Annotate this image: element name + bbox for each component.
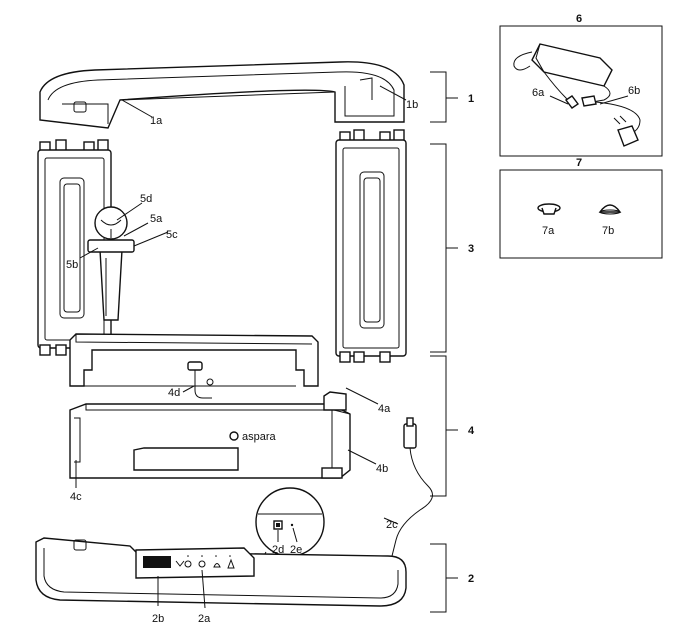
group-7-number: 7	[576, 157, 582, 169]
group-2-number: 2	[468, 573, 474, 585]
callout-4d: 4d	[168, 387, 180, 399]
leader-6b	[599, 95, 629, 105]
callout-4a: 4a	[378, 403, 391, 415]
pump-icon	[187, 361, 214, 399]
top-lamp-cover-icon	[39, 61, 405, 129]
callout-5c: 5c	[166, 229, 178, 241]
water-tank-icon	[69, 403, 351, 479]
leader-5d	[116, 202, 143, 221]
group-1-number: 1	[468, 93, 474, 105]
callout-1a: 1a	[150, 115, 163, 127]
callout-5a: 5a	[150, 213, 163, 225]
tank-frame-icon	[69, 333, 319, 387]
callout-2e: 2e	[290, 544, 302, 556]
leader-1a	[121, 99, 153, 118]
callout-2c: 2c	[386, 519, 398, 531]
leader-6a	[549, 95, 569, 105]
leader-2c	[383, 517, 399, 525]
callout-6a: 6a	[532, 87, 545, 99]
callout-7b: 7b	[602, 225, 614, 237]
group-6-number: 6	[576, 13, 582, 25]
power-adapter-icon	[513, 43, 641, 147]
callout-4c: 4c	[70, 491, 82, 503]
leader-1b	[379, 85, 407, 101]
leader-2e	[292, 527, 298, 543]
leader-2a	[201, 569, 206, 609]
leader-5c	[133, 231, 169, 247]
bracket-2	[430, 543, 458, 613]
plug-cap-dome-icon	[598, 204, 622, 215]
plug-caps-box	[499, 169, 663, 259]
callout-2d: 2d	[272, 544, 284, 556]
right-post-icon	[323, 391, 347, 411]
brand-text: aspara	[242, 431, 277, 443]
right-side-panel-icon	[335, 129, 407, 363]
group-4-number: 4	[468, 425, 475, 437]
group-3-number: 3	[468, 243, 474, 255]
leader-4a	[345, 387, 379, 405]
callout-2b: 2b	[152, 613, 164, 625]
control-panel-icon	[135, 547, 255, 579]
callout-6b: 6b	[628, 85, 640, 97]
leader-4d	[182, 385, 195, 393]
bracket-3	[430, 143, 458, 353]
callout-7a: 7a	[542, 225, 555, 237]
leader-5b	[79, 247, 99, 259]
aspara-logo: aspara	[229, 431, 277, 443]
callout-1b: 1b	[406, 99, 418, 111]
bracket-1	[430, 71, 458, 123]
callout-2a: 2a	[198, 613, 211, 625]
leader-5a	[123, 222, 149, 237]
callout-5d: 5d	[140, 193, 152, 205]
bracket-4	[430, 355, 458, 497]
callout-5b: 5b	[66, 259, 78, 271]
usb-cable-icon	[391, 417, 433, 557]
plug-cap-flat-icon	[537, 203, 561, 215]
leader-4b	[347, 449, 377, 465]
callout-4b: 4b	[376, 463, 388, 475]
